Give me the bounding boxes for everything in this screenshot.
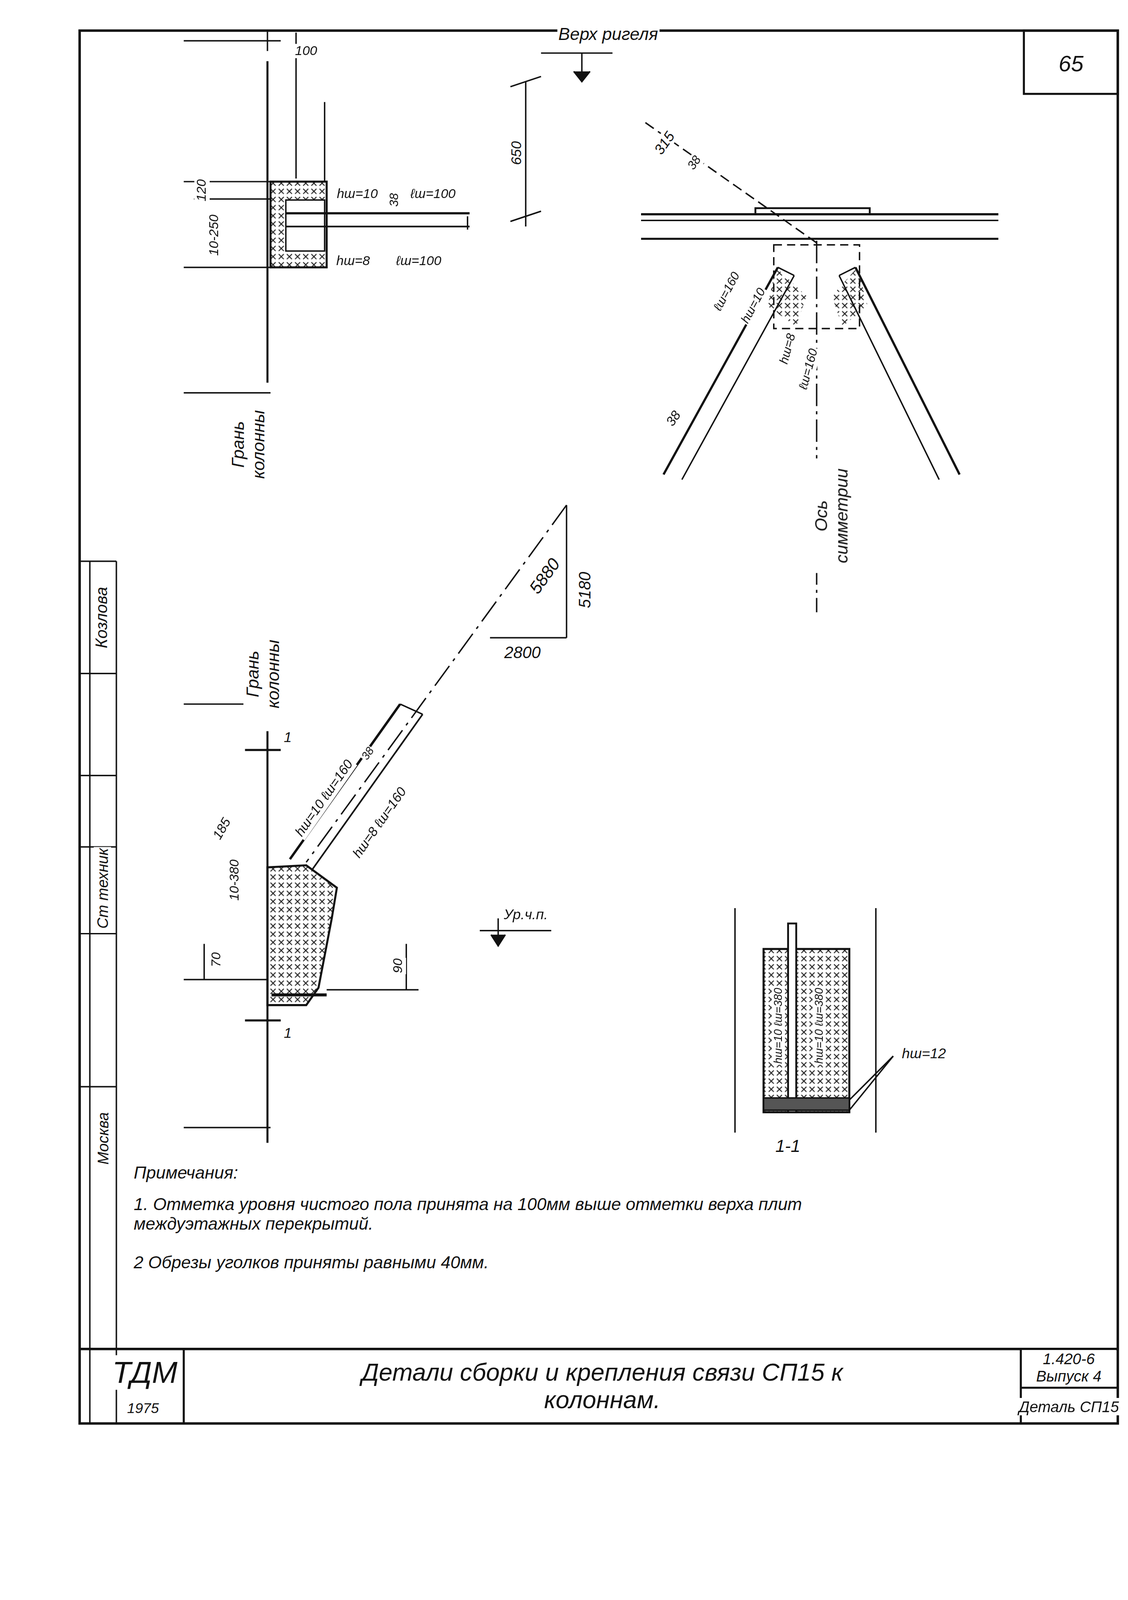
dimension-label: hш=8	[335, 253, 371, 269]
dimension-label: 10-250	[207, 213, 223, 257]
dimension-label: 90	[390, 957, 406, 975]
dimension-label: 100	[294, 43, 319, 59]
dimension-label: Ур.ч.п.	[502, 906, 550, 923]
dimension-label: 1	[282, 1024, 293, 1042]
dimension-label: 1-1	[774, 1137, 802, 1158]
title-block-text: ТДМ	[111, 1355, 179, 1391]
dimension-label: 38	[684, 152, 705, 174]
dimension-label: ℓш=100	[409, 186, 457, 202]
dimension-label: 2800	[503, 644, 542, 663]
dimension-label: 38	[386, 191, 402, 208]
dimension-label: hш=12	[900, 1045, 948, 1062]
dimension-label: 5180	[576, 570, 595, 610]
dimension-label: ℓш=100	[394, 253, 443, 269]
dimension-label: 38	[662, 407, 686, 431]
dimension-label: 185	[209, 814, 236, 844]
dimension-label: hш=8 ℓш=160	[349, 783, 411, 862]
dimension-label: hш=10	[737, 285, 770, 327]
title-block-text: 1975	[126, 1400, 160, 1418]
dimension-label: 120	[194, 177, 210, 202]
title-block-text: Деталь СП15	[1017, 1398, 1121, 1416]
drawing-title: Детали сборки и крепления связи СП15 к к…	[335, 1358, 869, 1415]
dimension-label: 5880	[525, 554, 566, 599]
dimension-label: Грань колонны	[243, 616, 284, 731]
dimension-label: 650	[507, 140, 524, 167]
dimension-label: hш=8	[777, 331, 800, 367]
dimension-label: 1	[282, 729, 293, 746]
dimension-label: 10-380	[227, 858, 243, 902]
dimension-label: hш=10 ℓш=380	[771, 986, 785, 1065]
dimension-label: hш=10	[335, 186, 379, 202]
note-text: 2 Обрезы уголков приняты равными 40мм.	[132, 1253, 491, 1274]
dimension-label: hш=10 ℓш=380	[812, 986, 826, 1065]
dimension-label: Верх ригеля	[557, 24, 660, 45]
dimension-label: ℓш=160	[710, 269, 744, 315]
note-text: 1. Отметка уровня чистого пола принята н…	[132, 1195, 840, 1236]
dimension-label: 315	[649, 127, 678, 159]
title-block-text: 1.420-6 Выпуск 4	[1021, 1350, 1116, 1386]
dimension-label: 70	[208, 951, 224, 969]
dimension-label: hш=10 ℓш=160	[291, 756, 358, 841]
stamp-text: Козлова	[92, 585, 112, 650]
dimension-label: Грань колонны	[227, 394, 268, 494]
stamp-text: Москва	[93, 1111, 112, 1166]
sheet-number: 65	[1057, 50, 1085, 77]
dimension-label: Ось симметрии	[812, 458, 853, 573]
stamp-text: Ст техник	[93, 846, 112, 930]
note-text: Примечания:	[132, 1163, 240, 1184]
